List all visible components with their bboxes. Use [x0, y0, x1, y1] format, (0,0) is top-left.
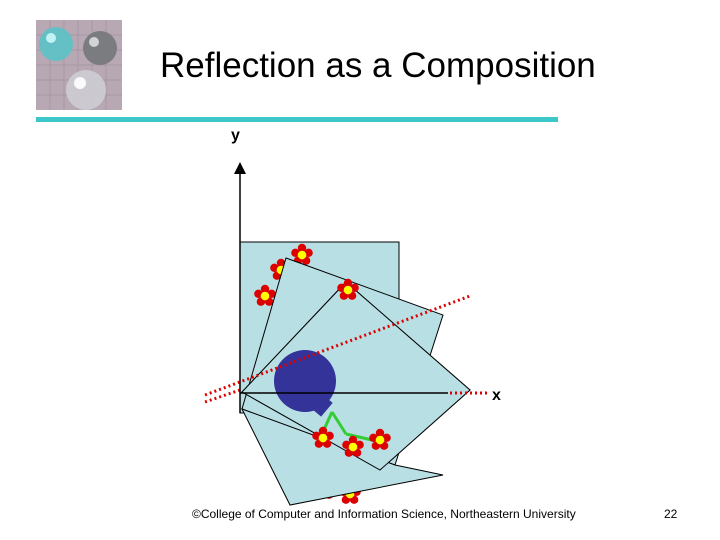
slide-title: Reflection as a Composition [160, 46, 596, 85]
page-number: 22 [664, 507, 678, 521]
title-underline [36, 117, 558, 122]
x-axis-label: x [492, 387, 501, 404]
glass-spheres-logo-icon [36, 20, 122, 110]
square-top [241, 278, 471, 471]
y-axis-label: y [231, 127, 240, 144]
footer-text: ©College of Computer and Information Sci… [192, 507, 576, 521]
reflection-line [204, 294, 471, 397]
